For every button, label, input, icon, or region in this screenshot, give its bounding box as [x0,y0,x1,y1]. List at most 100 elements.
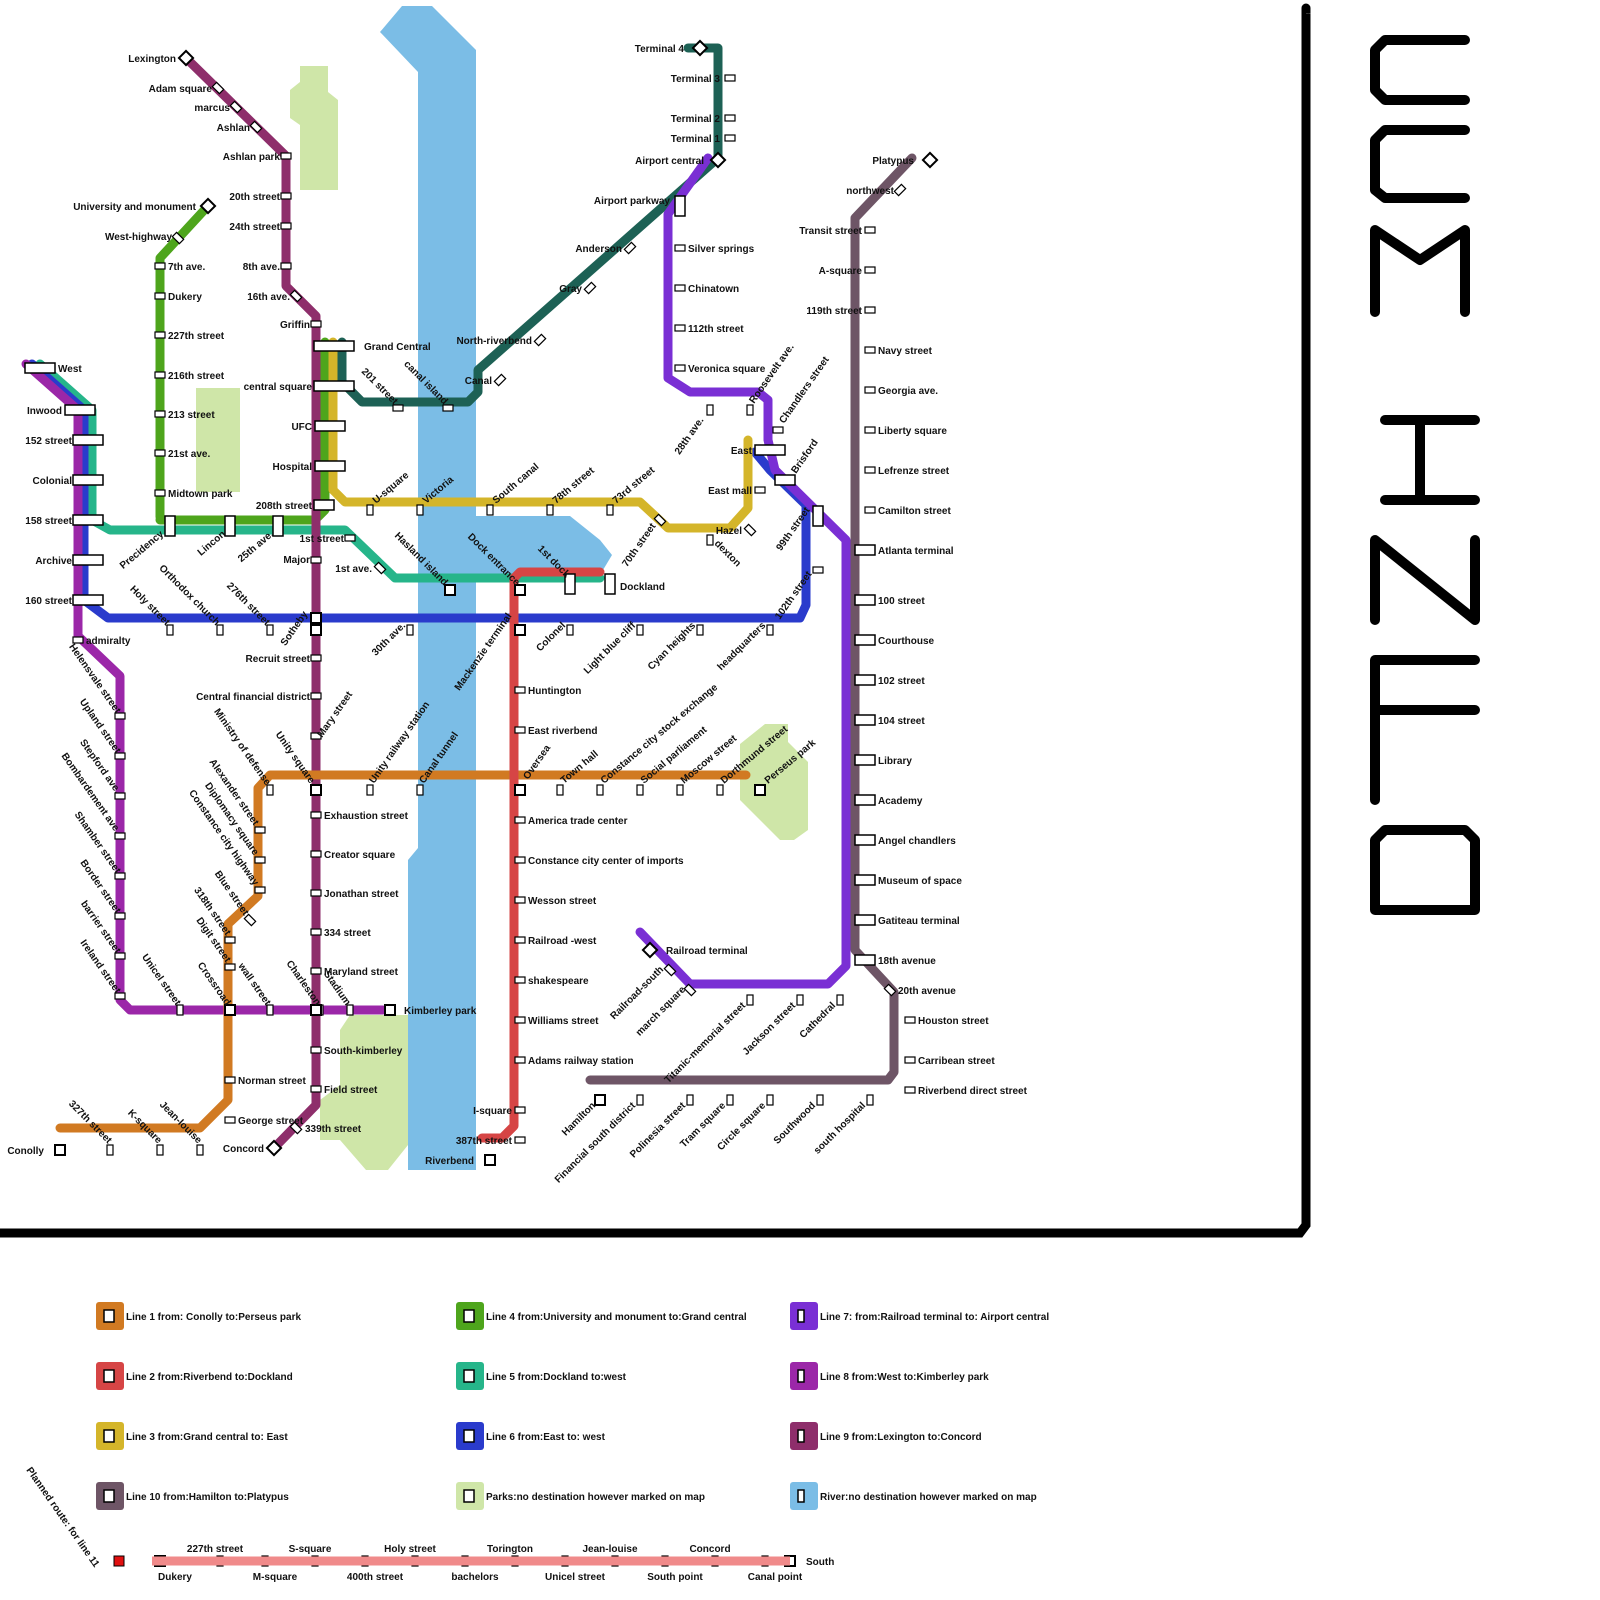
station-line6-5[interactable] [636,624,644,636]
station-line3-3[interactable] [546,504,554,516]
station-line9-13[interactable] [310,692,322,700]
station-line1-19[interactable] [636,784,644,796]
station-line9-0[interactable] [177,49,195,67]
station-line8-5[interactable] [72,554,104,566]
station-northwest[interactable] [893,183,907,197]
station-line8-9[interactable] [114,752,126,760]
station-line7-1[interactable] [674,284,686,292]
station-line7-2[interactable] [674,324,686,332]
station-line2-3[interactable] [514,816,526,824]
station-20th-avenue[interactable] [883,983,897,997]
station-line3-4[interactable] [606,504,614,516]
station-dockland[interactable] [604,573,616,595]
station-inwood[interactable] [64,404,96,416]
station-perseus-park[interactable] [754,784,766,796]
station-line2-5[interactable] [514,896,526,904]
station-hospital[interactable] [314,460,346,472]
station-line9-20[interactable] [310,1046,322,1054]
station-99th[interactable] [812,505,824,527]
station-line8-6[interactable] [72,594,104,606]
station-line1-1[interactable] [106,1144,114,1156]
station-line4-3[interactable] [154,292,166,300]
station-line10-9[interactable] [864,506,876,514]
station-line10-4[interactable] [864,306,876,314]
station-east[interactable] [754,444,786,456]
station-line10-22[interactable] [904,1016,916,1024]
station-line10-28[interactable] [726,1094,734,1106]
station-line2-6[interactable] [514,936,526,944]
station-208th[interactable] [313,499,335,511]
station-line9-2[interactable] [229,100,243,114]
station-oversea[interactable] [514,784,526,796]
station-line9-8[interactable] [289,289,303,303]
station-line10-16[interactable] [854,794,876,806]
station-line2-7[interactable] [514,976,526,984]
station-line9-7[interactable] [280,262,292,270]
station-line1-20[interactable] [676,784,684,796]
station-line4-7[interactable] [154,449,166,457]
station-line10-31[interactable] [866,1094,874,1106]
station-airport-9[interactable] [493,373,507,387]
station-line9-12[interactable] [310,654,322,662]
station-conolly[interactable] [54,1144,66,1156]
station-line10-19[interactable] [854,914,876,926]
station-line4-6[interactable] [154,410,166,418]
station-28th[interactable] [706,404,714,416]
station-airport-2[interactable] [724,114,736,122]
station-line9-18[interactable] [310,928,322,936]
station-line10-5[interactable] [864,346,876,354]
station-387th[interactable] [514,1136,526,1144]
station-blue[interactable] [243,913,257,927]
station-line10-15[interactable] [854,754,876,766]
station-line8-18[interactable] [266,1004,274,1016]
station-102th[interactable] [812,566,824,574]
station-riverbend[interactable] [484,1154,496,1166]
station-line9-9[interactable] [310,320,322,328]
station-line4-11[interactable] [272,515,284,537]
station-dock-entrance[interactable] [514,584,526,596]
station-1st-dock[interactable] [564,573,576,595]
station-canal-tunnel[interactable] [416,784,424,796]
station-line9-5[interactable] [280,192,292,200]
station-line8-3[interactable] [72,474,104,486]
station-ufc[interactable] [314,420,346,432]
station-line9-14[interactable] [310,732,322,740]
station-line4-9[interactable] [164,515,176,537]
station-line10-18[interactable] [854,874,876,886]
station-george[interactable] [224,1116,236,1124]
station-201-street[interactable] [392,404,404,412]
station-platypus[interactable] [921,151,939,169]
station-airport-3[interactable] [724,134,736,142]
station-central-square[interactable] [313,380,355,392]
station-line9-11[interactable] [310,612,322,624]
station-line10-17[interactable] [854,834,876,846]
station-admiralty[interactable] [72,636,84,644]
station-unity-square[interactable] [310,784,322,796]
station-1st-ave[interactable] [373,561,387,575]
station-line10-10[interactable] [854,544,876,556]
station-line10-29[interactable] [766,1094,774,1106]
station-line9-19[interactable] [310,967,322,975]
station-hamilton[interactable] [594,1094,606,1106]
station-line6-7[interactable] [766,624,774,636]
station-brisford[interactable] [774,474,796,486]
station-line3-2[interactable] [486,504,494,516]
station-318th[interactable] [224,936,236,944]
station-line10-14[interactable] [854,714,876,726]
station-line8-12[interactable] [114,872,126,880]
station-line3-0[interactable] [366,504,374,516]
station-ministry[interactable] [266,784,274,796]
station-line6-6[interactable] [696,624,704,636]
station-sotheby-interchange[interactable] [310,624,322,636]
station-railroad-south[interactable] [663,963,677,977]
station-march-square[interactable] [683,983,697,997]
station-charleston-interchange[interactable] [310,1004,322,1016]
station-line1-17[interactable] [556,784,564,796]
station-line8-2[interactable] [72,434,104,446]
station-line9-22[interactable] [289,1121,303,1135]
station-line4-5[interactable] [154,371,166,379]
station-line6-3[interactable] [406,624,414,636]
station-line10-6[interactable] [864,386,876,394]
station-line7-3[interactable] [674,364,686,372]
station-west[interactable] [24,362,56,374]
